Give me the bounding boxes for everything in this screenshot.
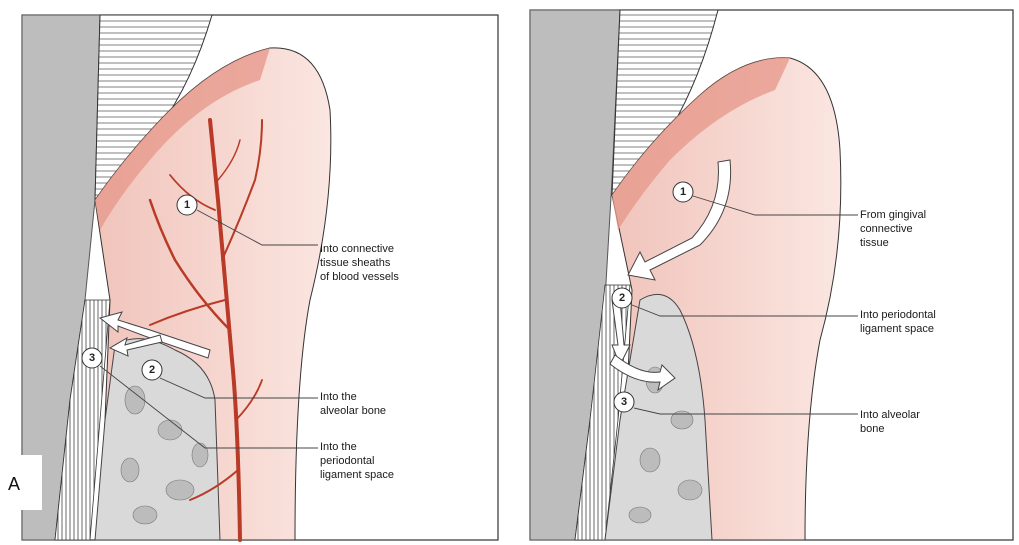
- right-label-alveolar-line-2: bone: [860, 423, 884, 435]
- left-label-connective-tissue: Into connective tissue sheaths of blood …: [320, 243, 399, 283]
- left-label-alveolar-line-1: Into the: [320, 391, 357, 403]
- right-label-gingival-line-3: tissue: [860, 237, 889, 249]
- right-label-gingival-line-1: From gingival: [860, 209, 926, 221]
- right-bone-space: [640, 448, 660, 472]
- left-label-connective-line-2: tissue sheaths: [320, 257, 391, 269]
- left-marker-2-number: 2: [149, 364, 155, 376]
- left-bone-space: [192, 443, 208, 467]
- left-label-periodontal-line-3: ligament space: [320, 469, 394, 481]
- left-marker-2: 2: [142, 360, 162, 380]
- left-marker-3: 3: [82, 348, 102, 368]
- right-bone-space: [678, 480, 702, 500]
- panel-letter: A: [8, 474, 20, 494]
- right-label-periodontal-line-1: Into periodontal: [860, 309, 936, 321]
- right-label-gingival-line-2: connective: [860, 223, 913, 235]
- right-marker-3-number: 3: [621, 396, 627, 408]
- right-marker-1: 1: [673, 182, 693, 202]
- left-label-connective-line-3: of blood vessels: [320, 271, 399, 283]
- left-bone-space: [121, 458, 139, 482]
- left-marker-3-number: 3: [89, 352, 95, 364]
- left-bone-space: [133, 506, 157, 524]
- left-label-alveolar-line-2: alveolar bone: [320, 405, 386, 417]
- right-panel: 1 2 3 From gingival connective tissue In…: [530, 10, 1013, 540]
- left-label-connective-line-1: Into connective: [320, 243, 394, 255]
- right-label-periodontal-line-2: ligament space: [860, 323, 934, 335]
- left-marker-1: 1: [177, 195, 197, 215]
- right-label-alveolar-line-1: Into alveolar: [860, 409, 920, 421]
- left-bone-space: [166, 480, 194, 500]
- left-bone-space: [158, 420, 182, 440]
- right-bone-space: [629, 507, 651, 523]
- panel-letter-box: [0, 455, 42, 510]
- left-bone-space: [125, 386, 145, 414]
- left-marker-1-number: 1: [184, 199, 190, 211]
- right-marker-1-number: 1: [680, 186, 686, 198]
- left-label-periodontal-line-2: periodontal: [320, 455, 374, 467]
- right-marker-2-number: 2: [619, 292, 625, 304]
- right-marker-3: 3: [614, 392, 634, 412]
- right-marker-2: 2: [612, 288, 632, 308]
- left-label-periodontal-line-1: Into the: [320, 441, 357, 453]
- left-panel: 1 2 3 Into connective tissue sheaths of …: [22, 15, 498, 540]
